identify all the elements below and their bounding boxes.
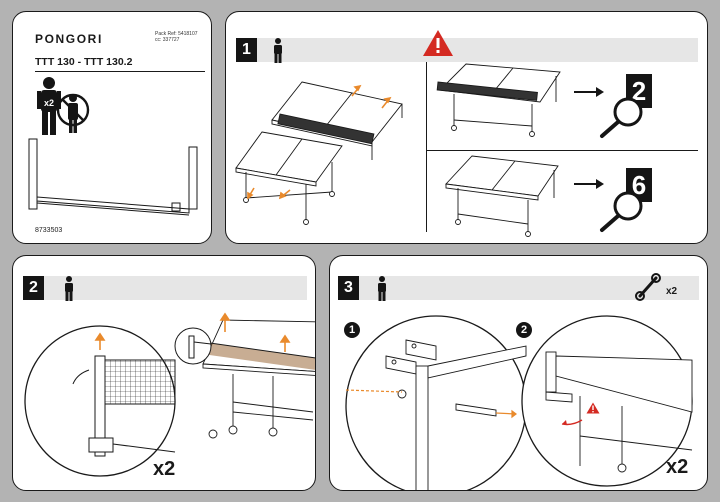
vertical-divider: [426, 62, 427, 232]
wrench-icon: [635, 273, 661, 301]
frame-illustration: [28, 138, 198, 216]
no-single-person-icon: [56, 93, 90, 133]
bolt-assembly-detail-illustration: [345, 315, 527, 490]
step-number: 1: [236, 38, 257, 62]
person-icon: [274, 38, 282, 63]
arrow-right-icon: [574, 87, 604, 97]
warning-icon: [586, 402, 600, 414]
pack-reference: Pack Ref: 5418107 cc: 337727: [155, 31, 198, 43]
magnifier-icon-2: [600, 191, 643, 232]
document-reference: 8733503: [35, 227, 63, 234]
person-icon: [378, 276, 386, 301]
arrow-right-icon-2: [574, 179, 604, 189]
leg-locking-detail-illustration: [521, 315, 693, 487]
step-header-bar: [236, 38, 698, 62]
step-number: 3: [338, 276, 359, 300]
step-number: 2: [23, 276, 44, 300]
quantity-label: x2: [666, 456, 689, 478]
table-with-net-illustration: [436, 63, 561, 137]
person-icon: [65, 276, 73, 301]
pack-ref-code: cc: 337727: [155, 37, 180, 43]
brand-name: PONGORI: [35, 32, 103, 46]
two-person-icon: [37, 77, 61, 135]
step-3-panel: 3 x2 1 2: [329, 255, 708, 491]
magnifier-icon: [600, 97, 643, 138]
horizontal-divider: [426, 150, 698, 151]
warning-icon: [423, 30, 453, 56]
quantity-label: x2: [153, 458, 176, 480]
title-divider: [35, 71, 205, 72]
table-no-net-illustration: [445, 155, 559, 237]
tables-unfolding-illustration: [235, 81, 403, 225]
person-count-badge: x2: [44, 98, 55, 108]
tool-quantity-label: x2: [666, 286, 678, 297]
cover-panel: PONGORI Pack Ref: 5418107 cc: 337727 TTT…: [12, 11, 212, 244]
substep-number: 1: [344, 322, 360, 338]
reference-step-number: 2: [626, 74, 652, 108]
model-name: TTT 130 - TTT 130.2: [35, 56, 133, 68]
detail-zoom-circle: [174, 327, 212, 365]
pack-ref-line: Pack Ref: 5418107: [155, 31, 198, 37]
step-2-panel: 2: [12, 255, 316, 491]
net-post-detail-illustration: [24, 325, 176, 477]
step-1-panel: 1: [225, 11, 708, 244]
table-net-mounting-illustration: [201, 312, 315, 439]
substep-number-2: 2: [516, 322, 532, 338]
